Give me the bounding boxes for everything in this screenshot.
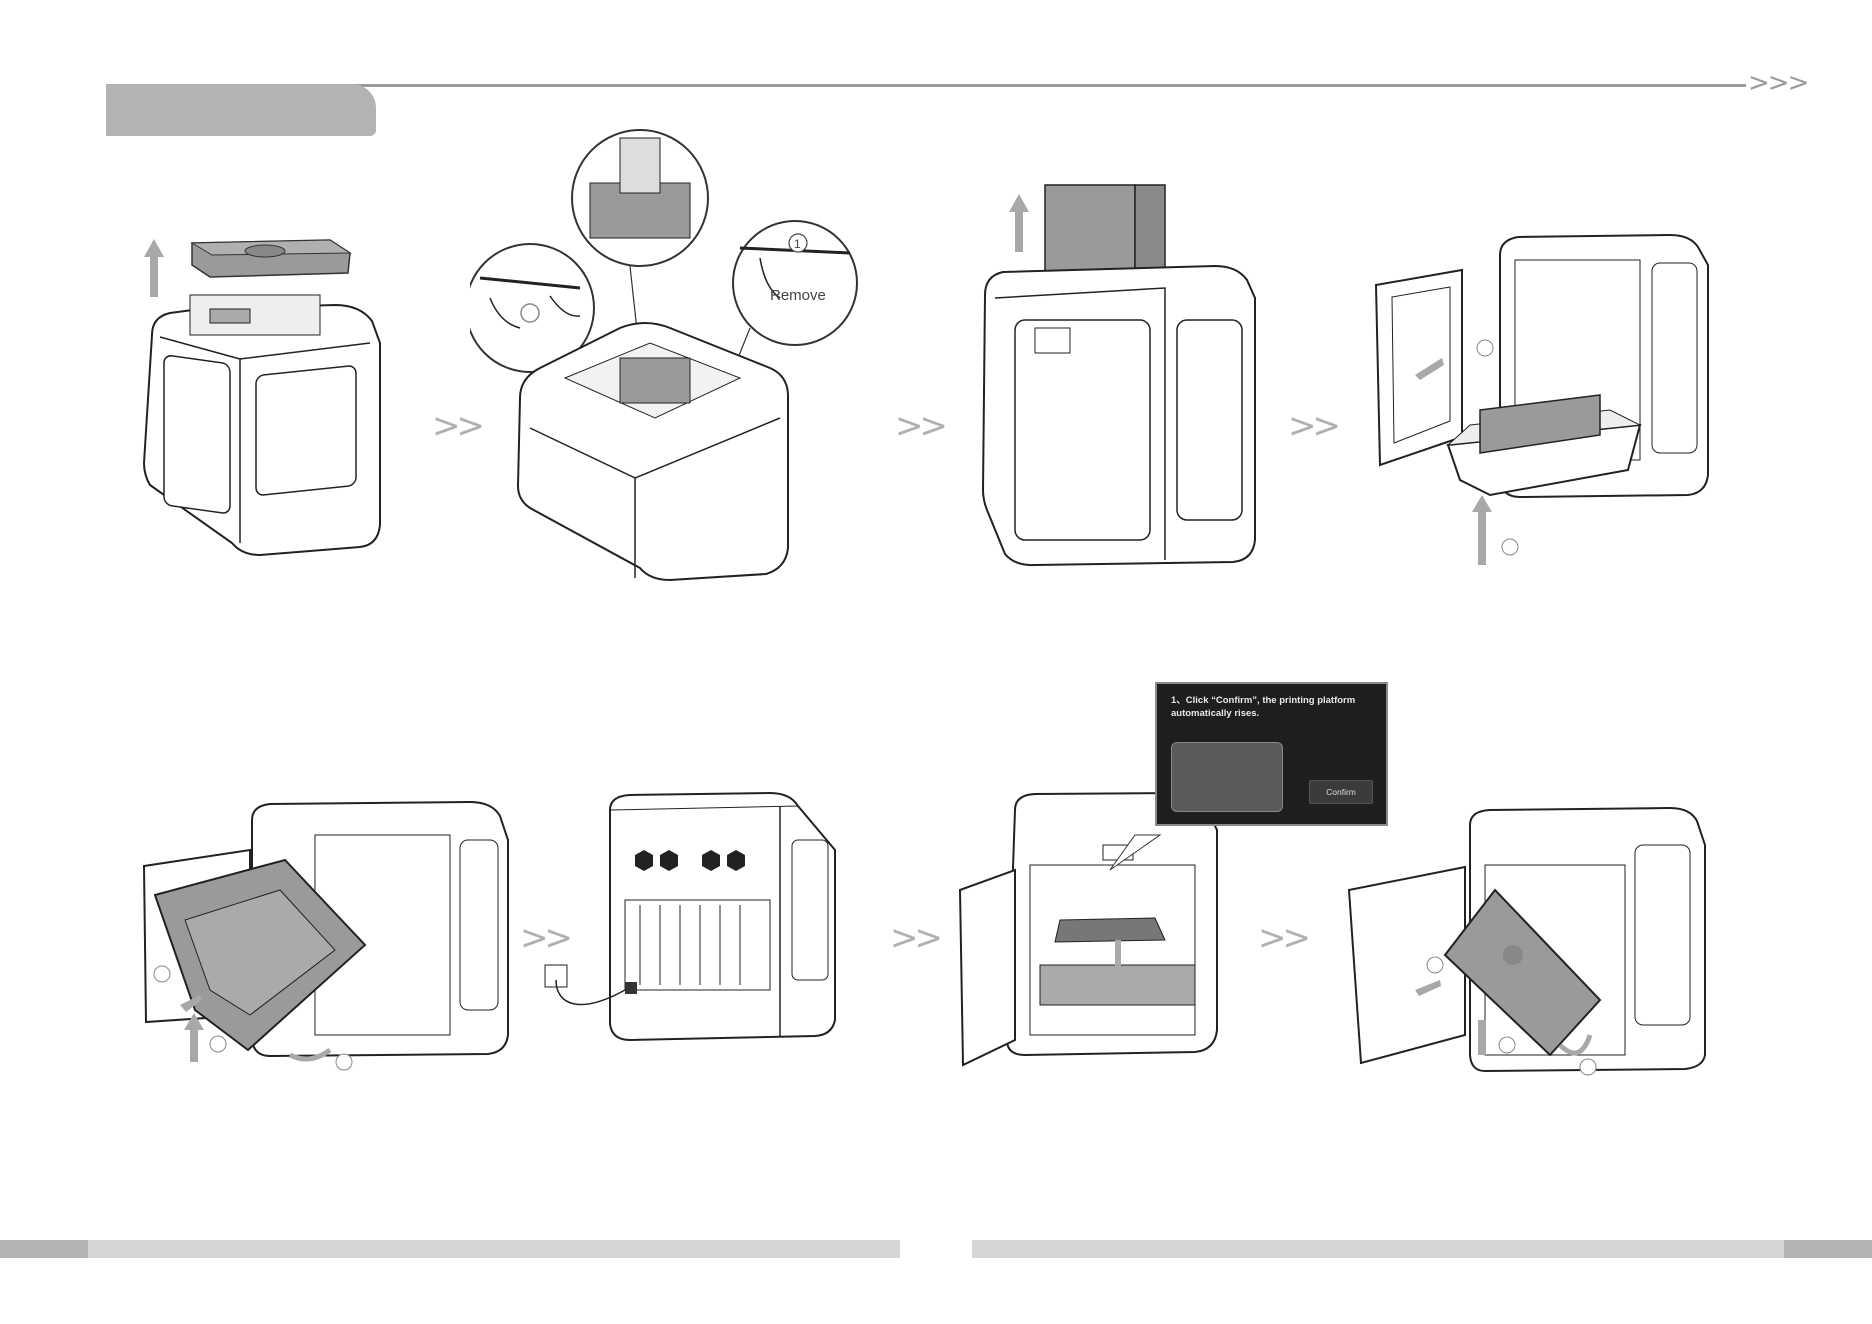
step-separator: >> — [1258, 918, 1307, 958]
footer-left-bar — [88, 1240, 900, 1258]
up-arrow-icon — [1015, 210, 1023, 252]
section-tab — [106, 84, 376, 136]
step-marker — [1477, 340, 1493, 356]
up-arrow-icon — [1009, 194, 1029, 212]
step-separator: >> — [890, 918, 939, 958]
footer-left-accent — [0, 1240, 88, 1258]
footer-right-bar — [972, 1240, 1784, 1258]
step-separator: >> — [1288, 406, 1337, 446]
header-chevrons: >>> — [1748, 68, 1807, 98]
step-number: 1 — [794, 237, 801, 251]
step-marker — [521, 304, 539, 322]
step-separator: >> — [895, 406, 944, 446]
figure-tilt-foam-out — [140, 800, 510, 1090]
up-arrow-icon — [150, 255, 158, 297]
up-arrow-icon — [1478, 510, 1486, 565]
step-marker — [1499, 1037, 1515, 1053]
step-marker — [210, 1036, 226, 1052]
up-arrow-icon — [144, 239, 164, 257]
figure-lift-foam-block — [975, 180, 1275, 575]
figure-remove-top-foam — [130, 225, 400, 580]
up-arrow-icon — [190, 1028, 198, 1062]
remove-label: Remove — [770, 287, 826, 304]
up-arrow-icon — [1478, 1020, 1486, 1055]
up-arrow-icon — [1472, 495, 1492, 512]
prompt-text: 1、Click “Confirm”, the printing platform… — [1171, 694, 1371, 720]
step-marker — [336, 1054, 352, 1070]
footer-right-accent — [1784, 1240, 1872, 1258]
step-marker — [1427, 957, 1443, 973]
step-marker — [154, 966, 170, 982]
platform-illustration — [1171, 742, 1283, 812]
step-marker — [1580, 1059, 1596, 1075]
figure-remove-bottom-foam — [1345, 805, 1730, 1085]
step-marker — [1502, 539, 1518, 555]
figure-remove-front-tray — [1370, 225, 1750, 575]
figure-cut-cable-ties: 1 Remove — [470, 128, 870, 588]
confirm-button[interactable]: Confirm — [1309, 780, 1373, 804]
figure-connect-power — [540, 790, 840, 1055]
